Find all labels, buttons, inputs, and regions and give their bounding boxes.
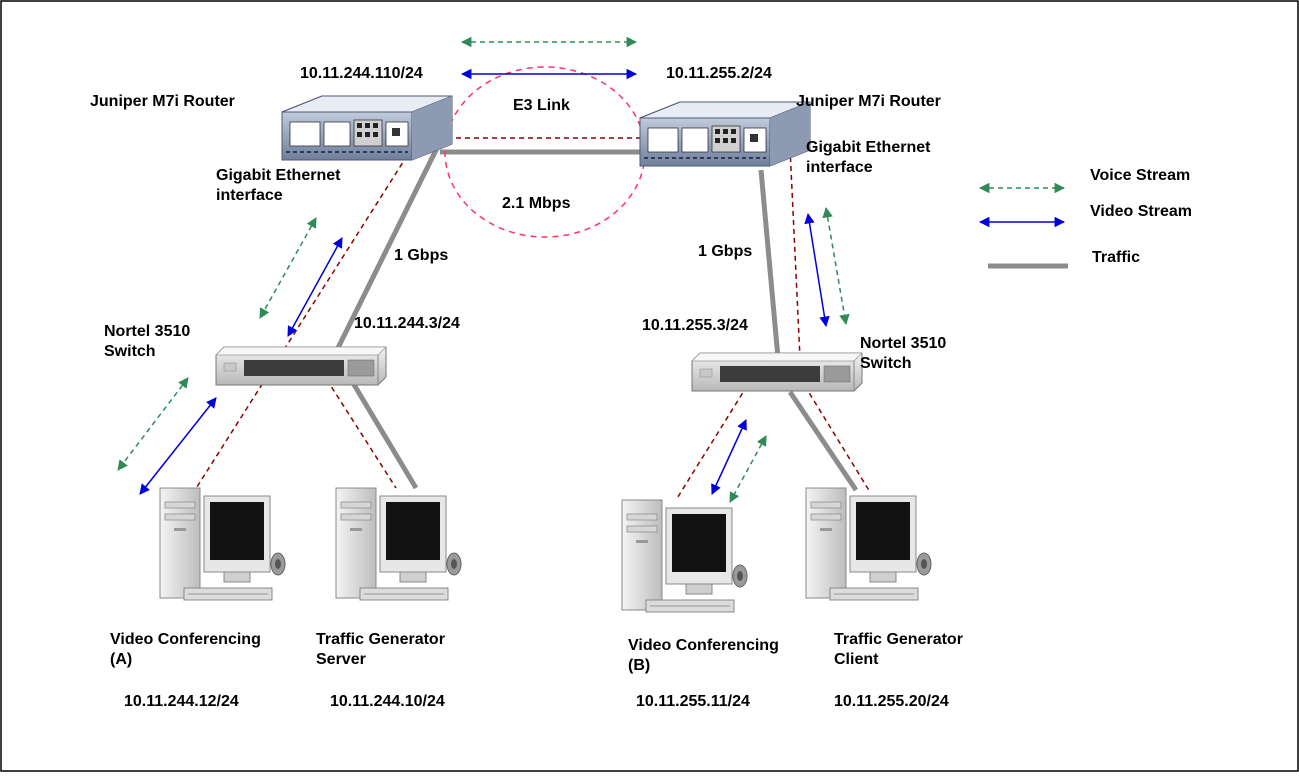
- juniper-router-right: [639, 101, 811, 167]
- router-left-name: Juniper M7i Router: [90, 93, 235, 110]
- pc-video-conferencing-b: [621, 499, 748, 613]
- host-a-name: Video Conferencing (A): [110, 631, 261, 668]
- switch-right-ip: 10.11.255.3/24: [642, 317, 748, 334]
- traffic-switch-b-client: [787, 390, 859, 492]
- video-arrow-right-upper: [804, 212, 830, 328]
- juniper-router-left: [281, 95, 453, 161]
- host-client-name: Traffic Generator Client: [834, 631, 963, 668]
- pc-video-conferencing-a: [159, 487, 286, 601]
- host-server-ip: 10.11.244.10/24: [330, 693, 445, 710]
- traffic-router-a-switch-a: [333, 146, 440, 354]
- voice-arrow-right-lower: [729, 435, 767, 503]
- voice-arrow-left-lower: [117, 377, 189, 471]
- path-switch-b-client: [799, 377, 871, 493]
- router-left-interface: Gigabit Ethernet interface: [216, 167, 341, 204]
- path-router-b-switch-b: [789, 147, 801, 359]
- switch-right-name: Nortel 3510 Switch: [860, 335, 947, 372]
- voice-arrow-right-upper: [822, 206, 850, 326]
- switch-left-name: Nortel 3510 Switch: [104, 323, 191, 360]
- pc-traffic-generator-client: [805, 487, 932, 601]
- uplink-left-rate: 1 Gbps: [394, 247, 449, 264]
- legend-voice-label: Voice Stream: [1090, 167, 1191, 184]
- router-right-interface: Gigabit Ethernet interface: [806, 139, 931, 176]
- router-right-ip: 10.11.255.2/24: [666, 65, 772, 82]
- switch-left-ip: 10.11.244.3/24: [354, 315, 460, 332]
- legend-video-label: Video Stream: [1090, 203, 1192, 220]
- pc-traffic-generator-server: [335, 487, 462, 601]
- traffic-switch-a-server: [347, 376, 419, 490]
- e3-link-rate: 2.1 Mbps: [502, 195, 571, 212]
- video-arrow-left-upper: [287, 237, 343, 337]
- voice-arrow-left-upper: [259, 217, 317, 319]
- router-right-name: Juniper M7i Router: [796, 93, 941, 110]
- host-client-ip: 10.11.255.20/24: [834, 693, 949, 710]
- host-b-name: Video Conferencing (B): [628, 637, 779, 674]
- legend-traffic-label: Traffic: [1092, 249, 1141, 266]
- e3-link-label: E3 Link: [513, 97, 570, 114]
- uplink-right-rate: 1 Gbps: [698, 243, 753, 260]
- traffic-router-b-switch-b: [758, 169, 781, 359]
- router-left-ip: 10.11.244.110/24: [300, 65, 423, 82]
- host-b-ip: 10.11.255.11/24: [636, 693, 750, 710]
- nortel-switch-left: [215, 346, 387, 386]
- video-arrow-left-lower: [139, 397, 217, 495]
- nortel-switch-right: [691, 352, 863, 392]
- video-stream-arrows: [139, 68, 1066, 495]
- video-arrow-right-lower: [711, 419, 747, 495]
- path-switch-a-server: [321, 371, 397, 489]
- host-a-ip: 10.11.244.12/24: [124, 693, 239, 710]
- host-server-name: Traffic Generator Server: [316, 631, 445, 668]
- traffic-links: [333, 146, 859, 492]
- path-switch-b-host-b: [675, 377, 753, 501]
